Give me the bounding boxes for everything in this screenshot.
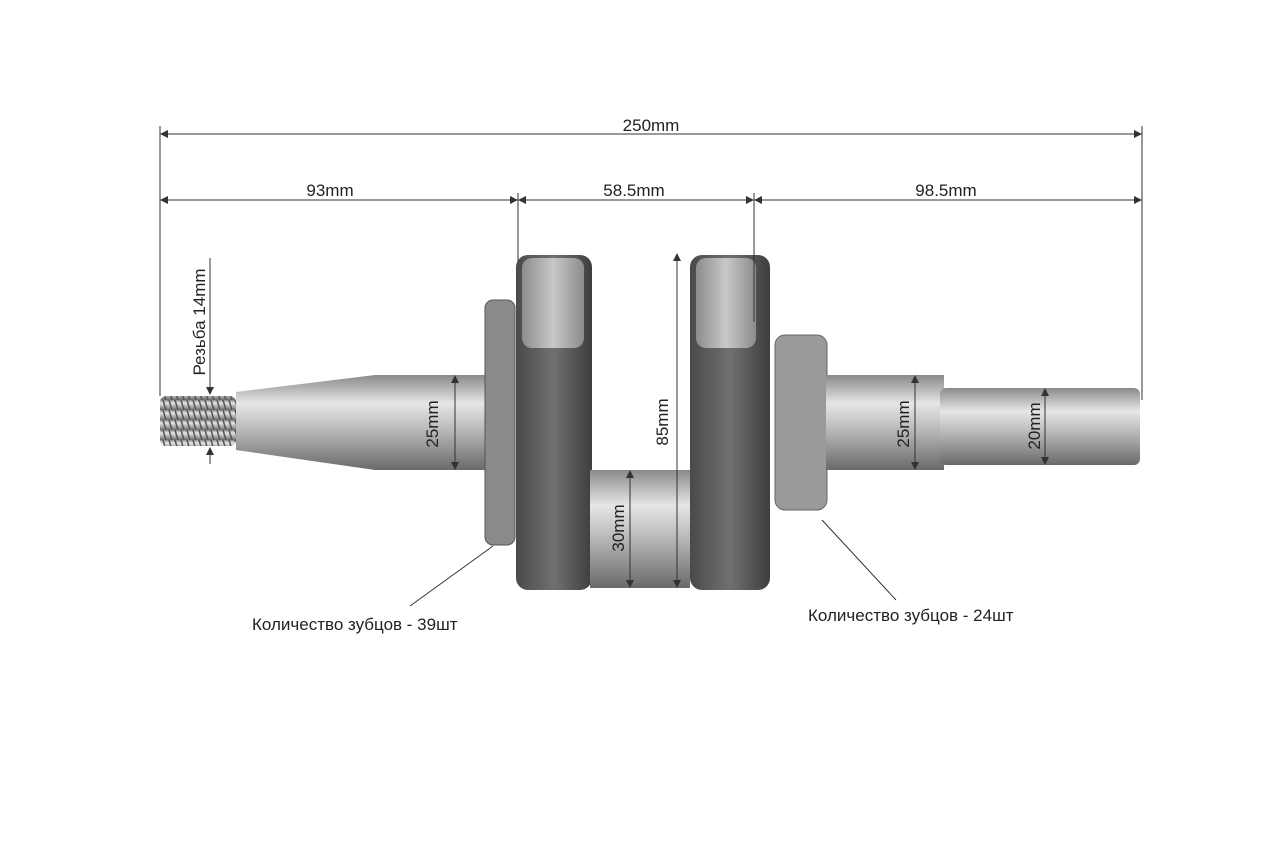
right-end-diameter-label: 20mm: [1025, 402, 1044, 449]
horizontal-dimension-lines: [160, 130, 1142, 204]
crank-width-label: 58.5mm: [603, 181, 664, 200]
extension-lines: [159, 126, 1143, 400]
right-shaft: [826, 375, 944, 470]
left-shaft-diameter-label: 25mm: [423, 400, 442, 447]
crank-pin: [590, 470, 690, 588]
right-shaft-diameter-label: 25mm: [894, 400, 913, 447]
thread-size-label: Резьба 14mm: [190, 268, 209, 375]
right-web-face: [696, 258, 756, 348]
total-length-label: 250mm: [623, 116, 680, 135]
right-gear-teeth-label: Количество зубцов - 24шт: [808, 606, 1014, 625]
threaded-end: [160, 396, 236, 446]
crankshaft-image: [160, 255, 1140, 590]
left-gear: [484, 299, 516, 546]
crank-height-label: 85mm: [653, 398, 672, 445]
crank-pin-diameter-label: 30mm: [609, 504, 628, 551]
callout-leaders: [409, 519, 897, 607]
right-gear: [774, 334, 828, 511]
left-shaft: [236, 375, 490, 470]
right-end-shaft: [940, 388, 1140, 465]
vertical-dimension-lines: [206, 253, 1049, 588]
left-web-face: [522, 258, 584, 348]
left-gear-teeth-label: Количество зубцов - 39шт: [252, 615, 458, 634]
right-shaft-length-label: 98.5mm: [915, 181, 976, 200]
left-shaft-length-label: 93mm: [306, 181, 353, 200]
